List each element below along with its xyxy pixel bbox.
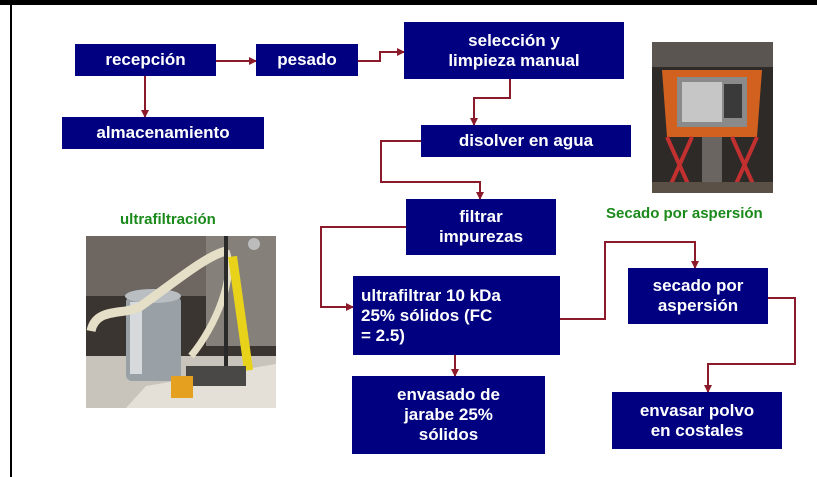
caption-secado-por-aspersion: Secado por aspersión [606,205,763,222]
slide-top-border [0,0,817,5]
box-secado-aspersion: secado por aspersión [628,268,768,324]
box-envasado-jarabe: envasado de jarabe 25% sólidos [352,376,545,454]
arrow-secado-envasar [704,297,796,393]
arrow-seleccion-disolver [470,79,511,126]
box-recepcion: recepción [75,44,216,76]
spray-dryer-photo [652,42,773,193]
arrow-pesado-seleccion [358,48,405,62]
box-pesado: pesado [256,44,358,76]
box-almacenamiento: almacenamiento [62,117,264,149]
box-ultrafiltrar: ultrafiltrar 10 kDa 25% sólidos (FC = 2.… [353,276,560,355]
caption-ultrafiltracion: ultrafiltración [120,211,216,228]
arrow-disolver-filtrar [380,140,484,200]
arrow-filtrar-ultrafiltrar [320,226,406,311]
box-disolver-agua: disolver en agua [421,125,631,157]
box-filtrar-impurezas: filtrar impurezas [406,199,556,255]
box-envasar-polvo: envasar polvo en costales [612,392,782,449]
arrow-ultrafiltrar-secado [560,241,699,320]
slide-left-border [10,5,12,477]
box-seleccion-limpieza: selección y limpieza manual [404,22,624,79]
ultrafiltration-equipment-photo [86,236,276,408]
